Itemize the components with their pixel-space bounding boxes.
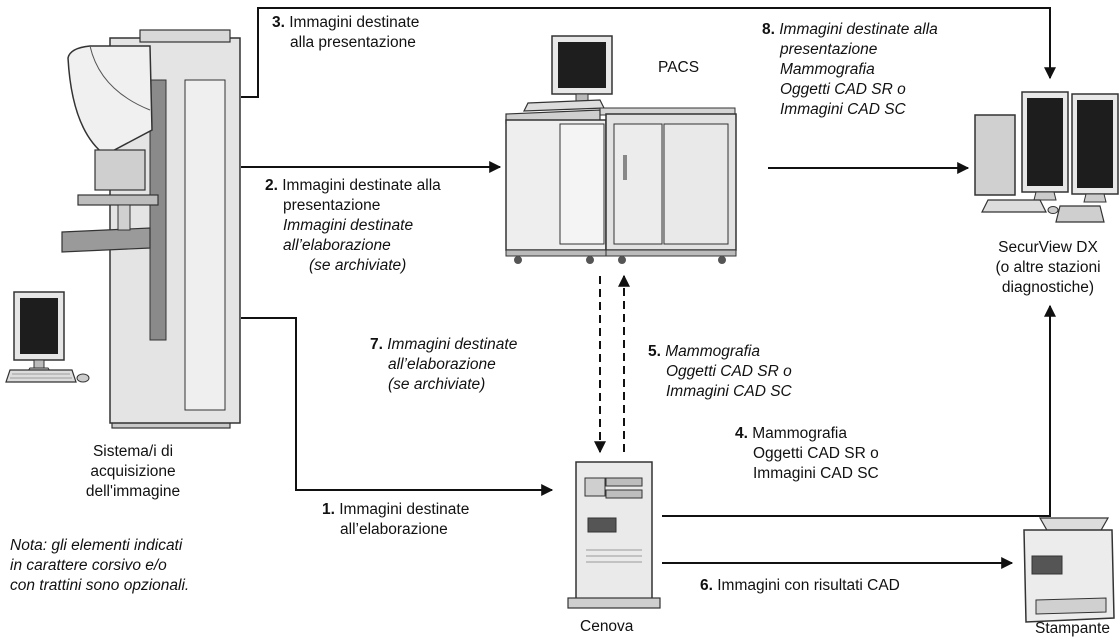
printer-icon (1023, 517, 1115, 623)
flow-number: 5. (648, 343, 661, 360)
printer-label: Stampante (1035, 620, 1110, 637)
mammography-unit-icon (61, 29, 241, 429)
flow-number: 4. (735, 425, 748, 442)
flow-text: Immagini destinate (339, 501, 470, 518)
acquisition-label-line: dell'immagine (85, 483, 181, 500)
securview-label-line: (o altre stazioni (995, 259, 1101, 276)
flow-text: (se archiviate) (388, 376, 486, 393)
flow-text: presentazione (780, 41, 878, 58)
note-line: Nota: gli elementi indicati (10, 537, 183, 554)
flow-text: Immagini destinate (387, 336, 518, 353)
securview-workstation-icon (974, 91, 1119, 223)
securview-label-line: diagnostiche) (1001, 279, 1095, 296)
flow-text: Oggetti CAD SR o (666, 363, 792, 380)
securview-label-line: SecurView DX (998, 239, 1098, 256)
flow-5-label: 5. Mammografia Oggetti CAD SR o Immagini… (648, 342, 792, 402)
flow-text: Mammografia (780, 61, 875, 78)
cenova-label: Cenova (580, 618, 634, 635)
flow-number: 2. (265, 177, 278, 194)
flow-text: Immagini destinate alla (779, 21, 938, 38)
flow-3-label: 3. Immagini destinate alla presentazione (272, 13, 419, 53)
cenova-server-icon (567, 461, 661, 609)
acquisition-label-line: acquisizione (90, 463, 176, 480)
flow-4-label: 4. Mammografia Oggetti CAD SR o Immagini… (735, 424, 879, 484)
flow-text: Immagini CAD SC (753, 465, 879, 482)
flow-text: Immagini CAD SC (780, 101, 906, 118)
flow-text: all’elaborazione (340, 521, 448, 538)
flow-text: Mammografia (752, 425, 847, 442)
note-line: con trattini sono opzionali. (10, 577, 190, 594)
pacs-server-icon (505, 35, 737, 264)
flow-text: Immagini destinate (283, 217, 414, 234)
flow-text: Immagini destinate alla (282, 177, 441, 194)
acquisition-workstation-icon (5, 291, 90, 383)
flow-8-label: 8. Immagini destinate alla presentazione… (762, 20, 938, 120)
flow-text: Immagini con risultati CAD (717, 577, 900, 594)
flow-1-label: 1. Immagini destinate all’elaborazione (322, 500, 469, 540)
pacs-label: PACS (658, 59, 700, 76)
flow-2-label: 2. Immagini destinate alla presentazione… (265, 176, 441, 276)
flow-number: 3. (272, 14, 285, 31)
flow-text: all’elaborazione (283, 237, 391, 254)
flow-text: (se archiviate) (309, 257, 407, 274)
arrow-flow-3 (241, 7, 1056, 98)
flow-7-label: 7. Immagini destinate all’elaborazione (… (370, 335, 517, 395)
flow-number: 8. (762, 21, 775, 38)
acquisition-label-line: Sistema/i di (92, 443, 174, 460)
flow-text: presentazione (283, 197, 381, 214)
flow-text: Immagini destinate (289, 14, 420, 31)
note-text: Nota: gli elementi indicati in carattere… (10, 536, 189, 596)
acquisition-label: Sistema/i di acquisizione dell'immagine (68, 442, 198, 502)
securview-label: SecurView DX (o altre stazioni diagnosti… (976, 238, 1120, 298)
flow-number: 7. (370, 336, 383, 353)
flow-text: Oggetti CAD SR o (753, 445, 879, 462)
flow-text: all’elaborazione (388, 356, 496, 373)
flow-text: Immagini CAD SC (666, 383, 792, 400)
flow-text: Mammografia (665, 343, 760, 360)
note-line: in carattere corsivo e/o (10, 557, 167, 574)
arrow-flow-1 (241, 317, 554, 496)
flow-text: Oggetti CAD SR o (780, 81, 906, 98)
flow-number: 1. (322, 501, 335, 518)
flow-number: 6. (700, 577, 713, 594)
arrow-flow-4 (662, 304, 1056, 517)
flow-text: alla presentazione (290, 34, 416, 51)
flow-6-label: 6. Immagini con risultati CAD (700, 576, 900, 596)
